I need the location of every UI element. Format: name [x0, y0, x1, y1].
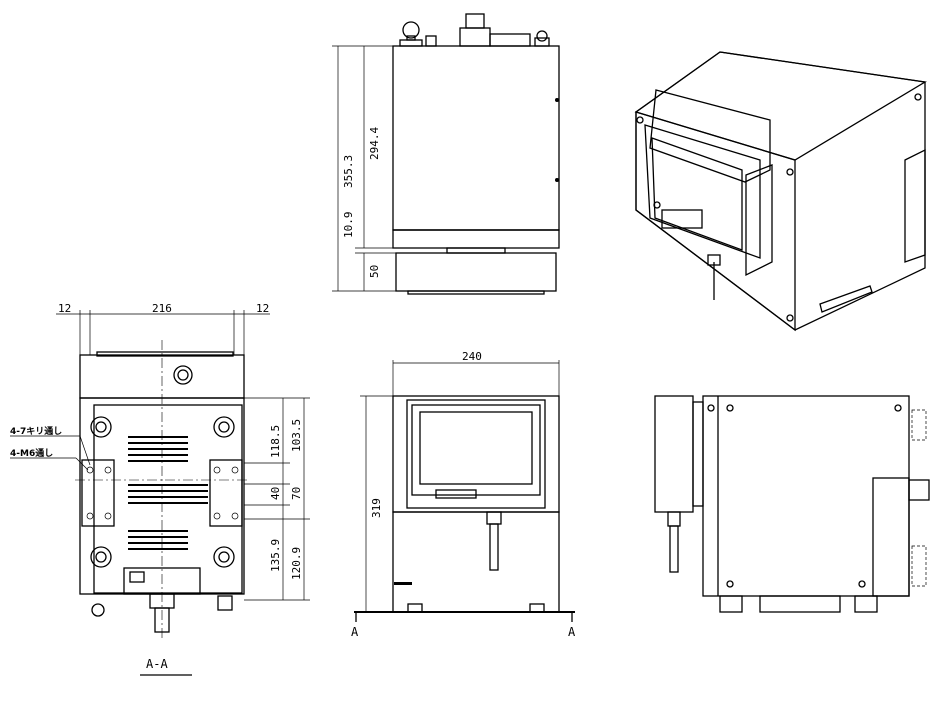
dim-216: 216: [152, 302, 172, 315]
dim-294-4: 294.4: [368, 127, 381, 160]
side-view: [654, 395, 930, 613]
dim-40: 40: [269, 487, 282, 500]
dim-135-9: 135.9: [269, 539, 282, 572]
dim-12-left: 12: [58, 302, 71, 315]
section-marker-left: A: [351, 625, 359, 639]
isometric-view: [634, 51, 927, 332]
callout-holes: 4-7キリ通し: [10, 425, 62, 437]
dim-319: 319: [370, 498, 383, 518]
dim-50: 50: [368, 265, 381, 278]
section-label: A-A: [146, 657, 168, 671]
dim-103-5: 103.5: [290, 419, 303, 452]
section-marker-right: A: [568, 625, 576, 639]
dim-120-9: 120.9: [290, 547, 303, 580]
dim-355-3: 355.3: [342, 155, 355, 188]
top-view: 355.3 294.4 10.9 50: [332, 13, 560, 295]
dim-240: 240: [462, 350, 482, 363]
dim-70: 70: [290, 487, 303, 500]
dim-118-5: 118.5: [269, 425, 282, 458]
dim-12-right: 12: [256, 302, 269, 315]
section-view: 12 216 12 4-7キリ通し 4-M6通し 118.5 103.5 40 …: [10, 302, 310, 676]
dim-10-9: 10.9: [342, 212, 355, 239]
callout-taps: 4-M6通し: [10, 447, 53, 459]
vent-slots: [128, 436, 208, 550]
front-view: 240 319 A A: [351, 350, 576, 639]
